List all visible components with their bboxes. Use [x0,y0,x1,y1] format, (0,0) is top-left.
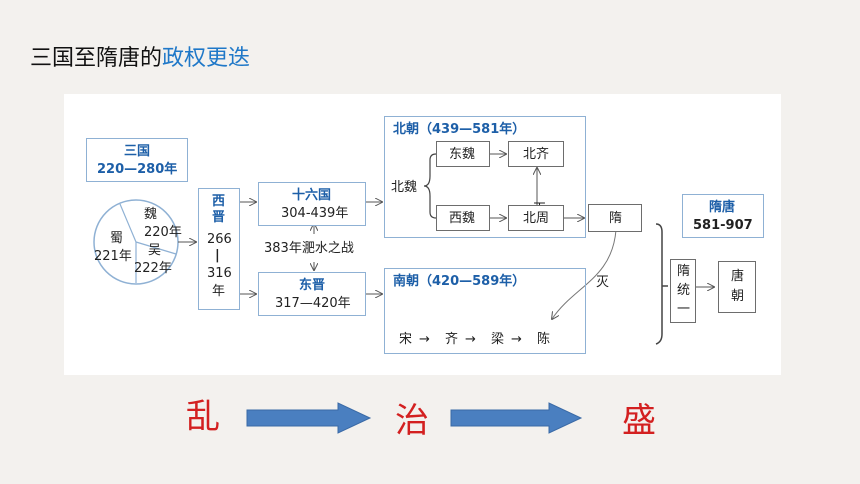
title-highlight: 政权更迭 [162,46,251,71]
nanchao-title: 南朝（420—589年） [393,274,526,289]
shu-label: 蜀 [110,231,124,246]
xiwei-label: 西魏 [449,211,476,226]
sanguo-box: 三国 220—280年 [86,138,188,182]
sui-box: 隋 [588,204,642,232]
feishui-label: 383年淝水之战 [264,241,354,256]
liang-chen-arrow: → [511,332,522,347]
sanguo-years: 220—280年 [97,162,178,177]
liang-label: 梁 [491,332,505,347]
title-text: 三国至隋唐的 [30,46,163,71]
chen-label: 陈 [537,332,551,347]
suitongyi-char-1: 隋 [677,264,691,279]
shiliuguo-box: 十六国 304-439年 [258,182,366,226]
dongjin-box: 东晋 317—420年 [258,272,366,316]
beiqi-box: 北齐 [508,141,564,167]
tangchao-char-2: 朝 [731,289,745,304]
diagram-lines [93,94,781,345]
shiliuguo-name: 十六国 [292,188,332,203]
page-title: 三国至隋唐的政权更迭 [30,40,250,72]
xijin-end: 316 [207,266,232,281]
song-qi-arrow: → [419,332,430,347]
arrow-2 [450,402,583,434]
tangchao-box: 唐 朝 [718,261,756,313]
diagram-panel: 三国 220—280年 魏 220年 蜀 221年 吴 222年 西 晋 266… [64,94,781,375]
dongjin-years: 317—420年 [275,296,351,311]
qi-liang-arrow: → [465,332,476,347]
xijin-nian: 年 [212,284,226,299]
suitang-box: 隋唐 581-907 [682,194,764,238]
suitang-years: 581-907 [693,218,753,233]
dongjin-name: 东晋 [299,278,326,293]
dongwei-label: 东魏 [449,147,476,162]
sheng-label: 盛 [622,401,656,441]
beiqi-label: 北齐 [523,147,550,162]
xijin-separator: | [215,248,220,263]
nanchao-box: 南朝（420—589年） 宋 → 齐 → 梁 → 陈 [384,268,586,354]
beiwei-label: 北魏 [391,180,418,195]
shiliuguo-years: 304-439年 [281,206,349,221]
song-label: 宋 [399,332,413,347]
beichao-title: 北朝（439—581年） [393,122,526,137]
mie-label-south: 灭 [596,275,610,290]
arrow-1 [246,402,372,434]
shu-year: 221年 [94,249,132,264]
xijin-box: 西 晋 266 | 316 年 [198,188,240,310]
tangchao-char-1: 唐 [731,269,745,284]
zhi-label: 治 [395,401,429,441]
sanguo-name: 三国 [124,144,151,159]
sui-label: 隋 [609,211,623,226]
wu-year: 222年 [134,261,172,276]
luan-label: 乱 [186,397,220,437]
xijin-start: 266 [207,232,232,247]
suitongyi-char-2: 统 [677,283,691,298]
xiwei-box: 西魏 [436,205,490,231]
xijin-char-1: 西 [212,194,226,209]
dongwei-box: 东魏 [436,141,490,167]
suitang-name: 隋唐 [709,200,736,215]
xijin-char-2: 晋 [212,210,226,225]
wei-year: 220年 [144,225,182,240]
suitongyi-char-3: 一 [677,302,691,317]
wei-label: 魏 [144,207,158,222]
suitongyi-box: 隋 统 一 [670,259,696,323]
wu-label: 吴 [148,243,162,258]
qi-label: 齐 [445,332,459,347]
beizhou-label: 北周 [523,211,550,226]
beizhou-box: 北周 [508,205,564,231]
